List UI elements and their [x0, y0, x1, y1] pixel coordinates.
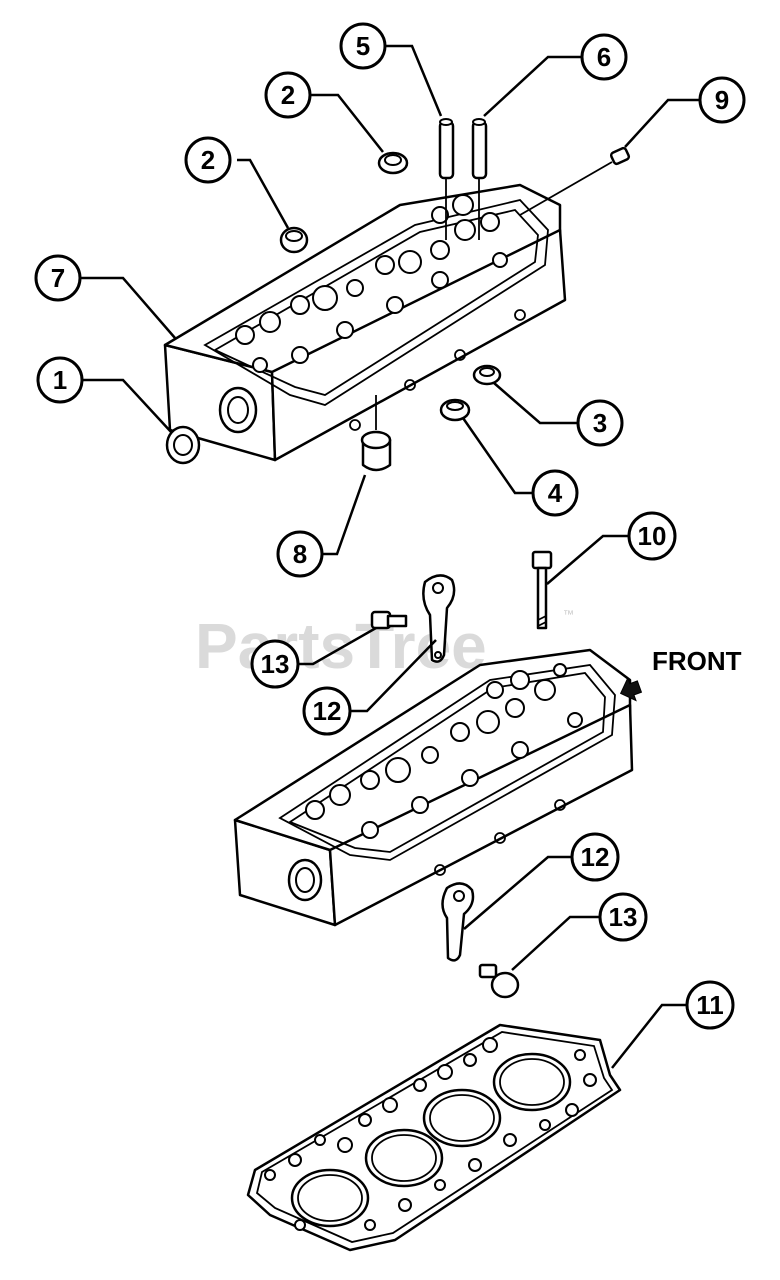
- callout-label: 12: [313, 696, 342, 726]
- callout-label: 2: [281, 80, 295, 110]
- part-4-seal: [439, 398, 471, 422]
- callout-10: 10: [627, 511, 677, 561]
- part-8-sleeve: [360, 395, 392, 472]
- callout-9: 9: [698, 76, 746, 124]
- callout-12-lower: 12: [570, 832, 620, 882]
- callout-8: 8: [276, 530, 324, 578]
- callout-label: 12: [581, 842, 610, 872]
- part-10-bolt: [531, 550, 553, 630]
- upper-cylinder-head: [163, 183, 567, 462]
- callout-12-upper: 12: [302, 686, 352, 736]
- part-9-fitting: [519, 146, 631, 216]
- part-5-valve-guide: [438, 118, 455, 240]
- callout-1: 1: [36, 356, 84, 404]
- callout-label: 4: [548, 478, 563, 508]
- callout-label: 1: [53, 365, 67, 395]
- callout-3: 3: [576, 399, 624, 447]
- callout-13-upper: 13: [250, 639, 300, 689]
- callout-label: 7: [51, 263, 65, 293]
- callout-6: 6: [580, 33, 628, 81]
- part-13-bolt-lower: [478, 963, 520, 999]
- callout-5: 5: [339, 22, 387, 70]
- callout-label: 5: [356, 31, 370, 61]
- callout-13-lower: 13: [598, 892, 648, 942]
- callout-label: 2: [201, 145, 215, 175]
- callout-7: 7: [34, 254, 82, 302]
- callout-2-left: 2: [184, 136, 232, 184]
- part-13-bolt-upper: [370, 610, 408, 630]
- leader-lines: [80, 44, 700, 1069]
- lower-cylinder-head: [233, 648, 634, 927]
- part-3-seal: [472, 364, 502, 386]
- callout-label: 10: [638, 521, 667, 551]
- callout-label: 13: [261, 649, 290, 679]
- callout-label: 13: [609, 902, 638, 932]
- callout-label: 6: [597, 42, 611, 72]
- watermark-tm: ™: [563, 609, 574, 621]
- front-indicator: FRONT: [619, 646, 742, 702]
- part-6-valve-guide: [471, 118, 488, 240]
- callout-label: 3: [593, 408, 607, 438]
- callout-4: 4: [531, 469, 579, 517]
- callout-11: 11: [685, 980, 735, 1030]
- part-12-bracket-lower: [441, 882, 475, 962]
- part-12-bracket-upper: [422, 574, 456, 663]
- part-1-plug: [165, 425, 201, 465]
- callout-label: 9: [715, 85, 729, 115]
- callout-label: 11: [696, 990, 724, 1020]
- callout-label: 8: [293, 539, 307, 569]
- part-2-seal-left: [279, 226, 309, 254]
- callout-2-upper: 2: [264, 71, 312, 119]
- front-label: FRONT: [652, 646, 742, 676]
- part-11-head-gasket: [246, 1023, 622, 1252]
- part-2-seal-upper: [377, 151, 409, 175]
